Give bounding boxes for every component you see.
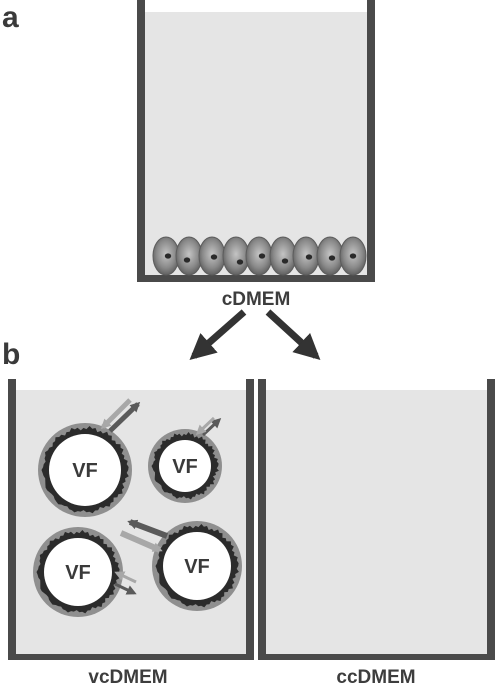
vf-label: VF [184,556,210,578]
top-well-medium [145,12,367,276]
secretion-arrow [114,582,137,595]
uptake-arrow [100,398,132,430]
sphere-core [163,532,231,600]
uptake-arrow [119,530,163,553]
microcarriers: VF VF VF VF [33,398,242,617]
arrow-to-left-well [189,309,247,360]
secretion-arrow [127,519,169,539]
top-well-bottom [137,275,375,282]
cell-nucleus [210,254,218,260]
top-well-right-wall [367,0,375,282]
panel-letter-b: b [2,338,20,371]
vf-sphere: VF [38,423,132,517]
cell-nucleus [349,253,357,259]
cell [222,236,250,276]
uptake-arrow [114,571,137,584]
arrow-to-right-well [265,309,321,361]
vf-sphere: VF [33,527,123,617]
right-well-bottom [258,654,495,660]
cell-nucleus [183,257,191,263]
cell-nucleus [164,253,172,259]
left-well-left-wall [8,379,16,660]
vf-sphere: VF [148,429,222,503]
right-well-medium [266,390,487,654]
top-well-left-wall [137,0,145,282]
cell-monolayer [152,236,367,276]
left-well: VF VF VF VF [8,379,254,660]
uptake-arrow [195,416,216,436]
right-well-right-wall [487,379,495,660]
top-well [137,0,375,282]
top-well-label: cDMEM [222,289,291,310]
cell [269,236,297,276]
left-well-bottom [8,654,254,660]
vf-label: VF [65,562,91,584]
panel-letter-a: a [2,1,19,34]
cell-nucleus [258,253,266,259]
left-well-label: vcDMEM [88,667,167,685]
cell-nucleus [281,258,289,264]
secretion-arrow [108,401,141,433]
vf-label: VF [72,460,98,482]
sphere-core [49,434,121,506]
cell [292,236,320,276]
right-well [258,379,495,660]
right-well-label: ccDMEM [336,667,415,685]
cell [175,236,203,276]
cell-nucleus [305,254,313,260]
right-well-left-wall [258,379,266,660]
vf-sphere: VF [152,521,242,611]
cell-nucleus [328,255,336,261]
left-well-right-wall [246,379,254,660]
cell-nucleus [236,259,244,265]
sphere-core [159,440,211,492]
sphere-core [44,538,112,606]
vf-label: VF [172,456,198,478]
